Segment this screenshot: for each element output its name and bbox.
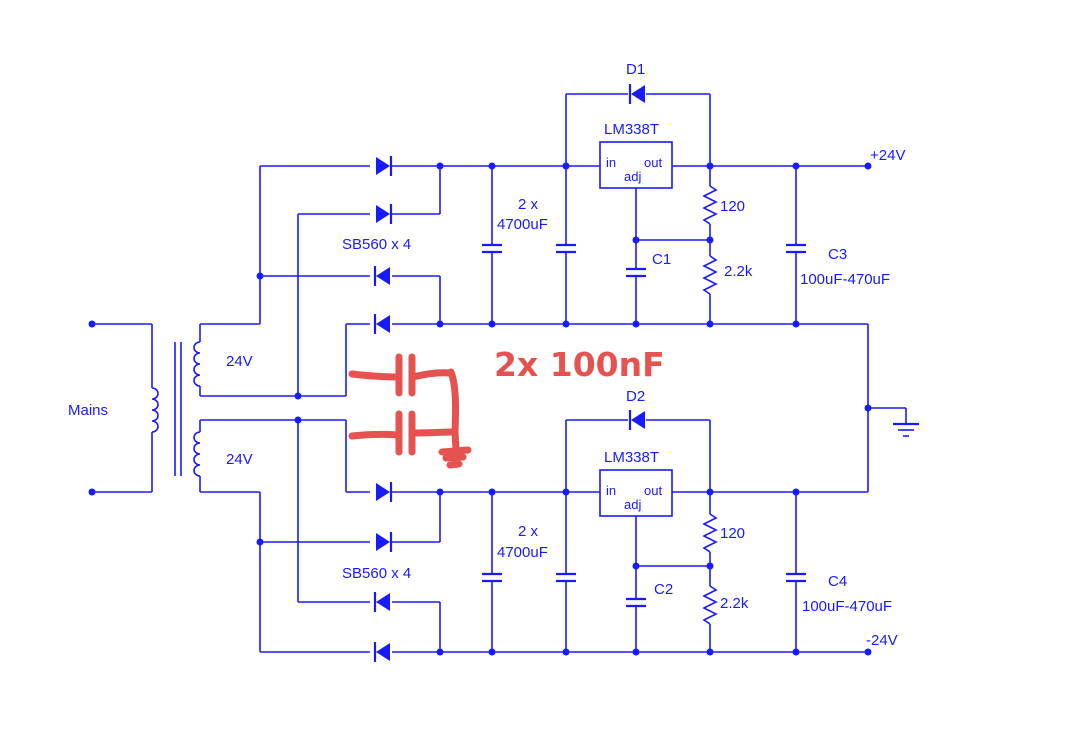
label-c3: C3 — [828, 246, 847, 263]
rectifier-top — [256, 165, 441, 400]
label-cap-value-bottom: 4700uF — [497, 544, 548, 561]
bottom-rails — [436, 488, 872, 656]
label-d1: D1 — [626, 61, 645, 78]
transformer — [88, 320, 298, 496]
resistor-bottom-upper — [702, 492, 718, 586]
regulator-bottom — [599, 469, 714, 598]
cap-c1 — [626, 267, 646, 324]
cap-filter-top-2 — [556, 166, 576, 324]
diode-bottom-3 — [373, 592, 390, 612]
label-regulator-bottom: LM338T — [604, 449, 659, 466]
resistor-top-lower — [702, 255, 718, 324]
diode-d1 — [565, 84, 711, 166]
cap-c3 — [786, 166, 806, 324]
label-d2: D2 — [626, 388, 645, 405]
label-c3-value: 100uF-470uF — [800, 271, 890, 288]
cap-filter-top-1 — [482, 166, 502, 324]
label-c1: C1 — [652, 251, 671, 268]
red-annotation-sketch — [348, 353, 472, 469]
label-c2: C2 — [654, 581, 673, 598]
label-annotation: 2x 100nF — [494, 345, 665, 384]
label-pin-out-bottom: out — [644, 483, 662, 498]
label-r-top-upper: 120 — [720, 198, 745, 215]
label-rectifier-bottom: SB560 x 4 — [342, 565, 411, 582]
label-pin-adj-top: adj — [624, 169, 641, 184]
label-pin-in-bottom: in — [606, 483, 616, 498]
label-c4: C4 — [828, 573, 847, 590]
label-cap-value-top: 4700uF — [497, 216, 548, 233]
regulator-top — [599, 141, 714, 268]
label-secondary-bottom: 24V — [226, 451, 253, 468]
label-mains: Mains — [68, 402, 108, 419]
diode-top-4 — [373, 314, 390, 334]
label-v-neg: -24V — [866, 632, 898, 649]
cap-c4 — [786, 492, 806, 652]
resistor-bottom-lower — [702, 585, 718, 652]
label-r-bot-lower: 2.2k — [720, 595, 749, 612]
diode-top-3 — [373, 266, 390, 286]
resistor-top-upper — [702, 166, 718, 256]
diode-bottom-2 — [376, 532, 393, 552]
label-regulator-top: LM338T — [604, 121, 659, 138]
label-v-pos: +24V — [870, 147, 905, 164]
ground-symbol — [864, 324, 919, 492]
diode-top-2 — [376, 204, 393, 224]
label-secondary-top: 24V — [226, 353, 253, 370]
diode-bottom-4 — [373, 642, 390, 662]
label-pin-in-top: in — [606, 155, 616, 170]
cap-filter-bottom-1 — [482, 492, 502, 652]
diode-d2 — [565, 410, 711, 492]
label-cap-count-top: 2 x — [518, 196, 539, 213]
label-rectifier-top: SB560 x 4 — [342, 236, 411, 253]
label-c4-value: 100uF-470uF — [802, 598, 892, 615]
rectifier-bottom — [256, 416, 441, 653]
label-pin-out-top: out — [644, 155, 662, 170]
label-cap-count-bottom: 2 x — [518, 523, 539, 540]
label-pin-adj-bottom: adj — [624, 497, 641, 512]
label-r-top-lower: 2.2k — [724, 263, 753, 280]
label-r-bot-upper: 120 — [720, 525, 745, 542]
cap-filter-bottom-2 — [556, 492, 576, 652]
cap-c2 — [626, 597, 646, 652]
diode-bottom-1 — [376, 482, 393, 502]
diode-top-1 — [376, 156, 393, 176]
